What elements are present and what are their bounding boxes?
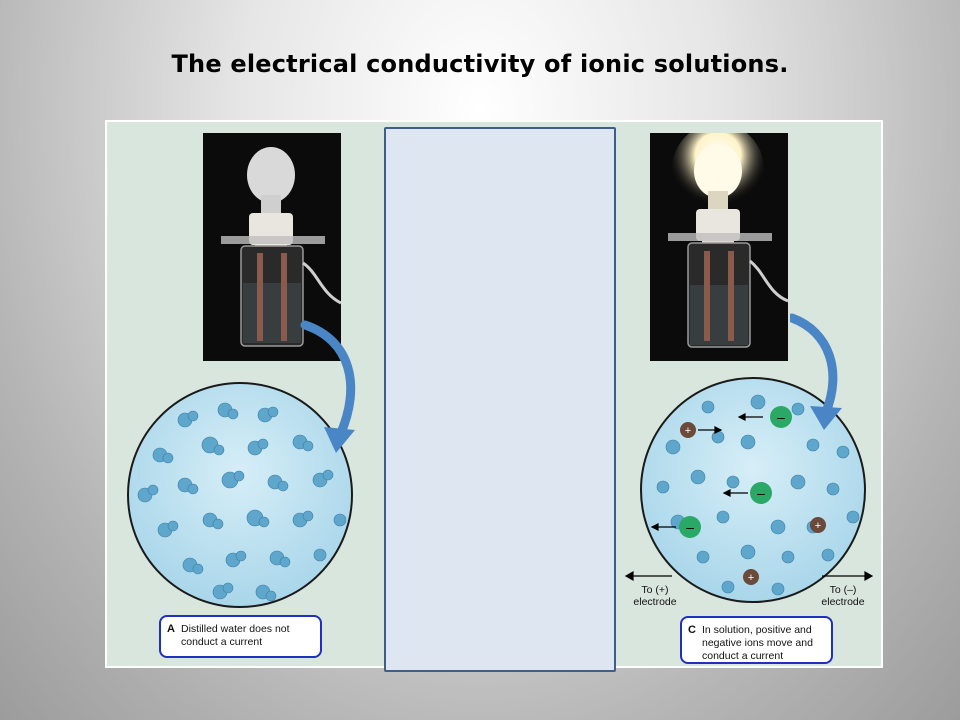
svg-text:+: + [685, 425, 691, 437]
cation-markers: + + + [680, 422, 826, 585]
svg-text:–: – [777, 409, 785, 425]
to-negative-electrode-label: To (–) electrode [821, 584, 865, 608]
svg-text:+: + [815, 520, 821, 532]
center-cover-box [384, 127, 616, 672]
anion-markers: – – – [679, 406, 792, 538]
caption-c-letter: C [688, 624, 696, 636]
to-positive-electrode-label: To (+) electrode [633, 584, 677, 608]
zoom-arrow-a [300, 320, 356, 453]
unlit-bulb-photo [203, 133, 341, 361]
electrode-arrows [624, 570, 874, 582]
caption-a-letter: A [167, 623, 175, 635]
caption-c: C In solution, positive and negative ion… [680, 616, 833, 664]
caption-c-text: In solution, positive and negative ions … [702, 624, 813, 662]
slide-title: The electrical conductivity of ionic sol… [171, 50, 789, 78]
svg-text:–: – [757, 485, 765, 501]
water-molecule-view [127, 382, 353, 608]
caption-a-text: Distilled water does not conduct a curre… [181, 623, 290, 648]
caption-a: A Distilled water does not conduct a cur… [159, 615, 322, 658]
svg-text:+: + [748, 572, 754, 584]
zoom-arrow-c [790, 313, 842, 430]
ionic-solution-view: – – – + + + [640, 377, 866, 603]
svg-text:–: – [686, 519, 694, 535]
lit-bulb-photo [650, 133, 788, 361]
